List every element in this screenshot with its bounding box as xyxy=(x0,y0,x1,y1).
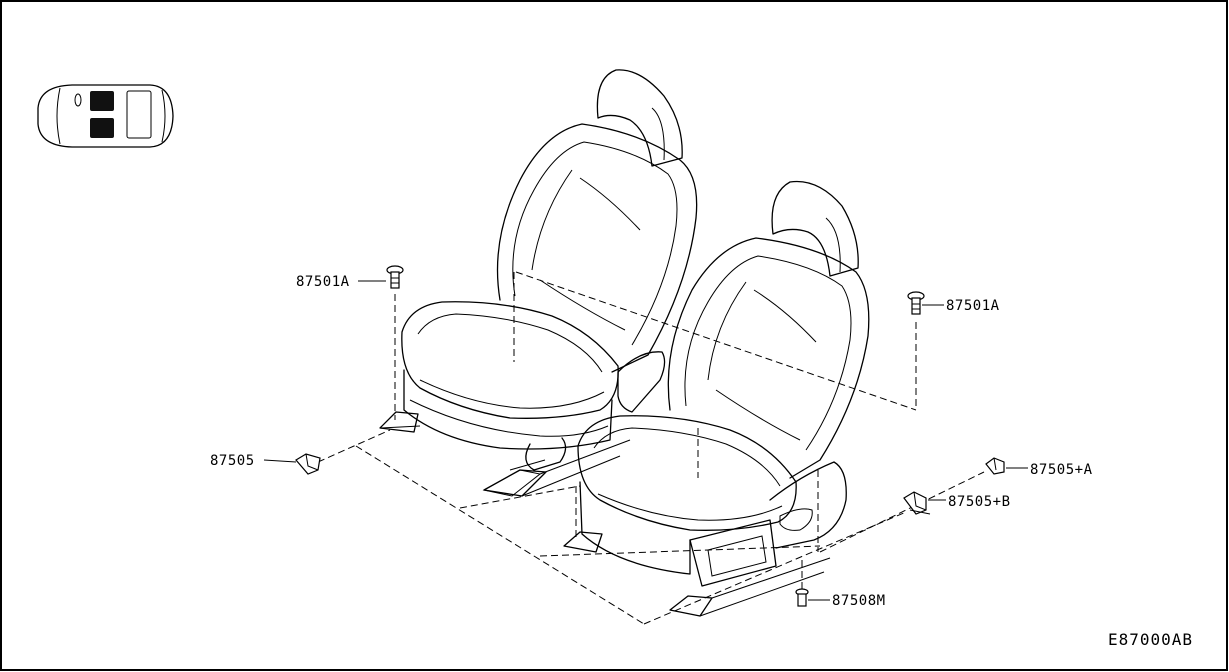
bolt-right-part xyxy=(907,291,925,315)
clip-left-part xyxy=(295,453,321,475)
callout-87505: 87505 xyxy=(210,453,255,469)
callout-87508m: 87508M xyxy=(832,593,886,609)
bolt-left-part xyxy=(386,265,404,289)
callout-87505-a: 87505+A xyxy=(1030,462,1093,478)
figure-code: E87000AB xyxy=(1108,630,1193,649)
clip-right-a-part xyxy=(985,457,1005,475)
callout-87501a-left: 87501A xyxy=(296,274,350,290)
car-seat-location-icon xyxy=(37,84,174,148)
front-right-seat-marker xyxy=(90,118,114,138)
callout-87505-b: 87505+B xyxy=(948,494,1011,510)
clip-right-b-part xyxy=(903,491,931,515)
front-left-seat-marker xyxy=(90,91,114,111)
screw-bottom-part xyxy=(795,588,809,607)
assembly-guide-lines xyxy=(317,271,985,625)
callout-87501a-right: 87501A xyxy=(946,298,1000,314)
left-seat xyxy=(379,69,698,497)
right-seat xyxy=(563,180,870,617)
leader-lines xyxy=(263,280,1028,601)
